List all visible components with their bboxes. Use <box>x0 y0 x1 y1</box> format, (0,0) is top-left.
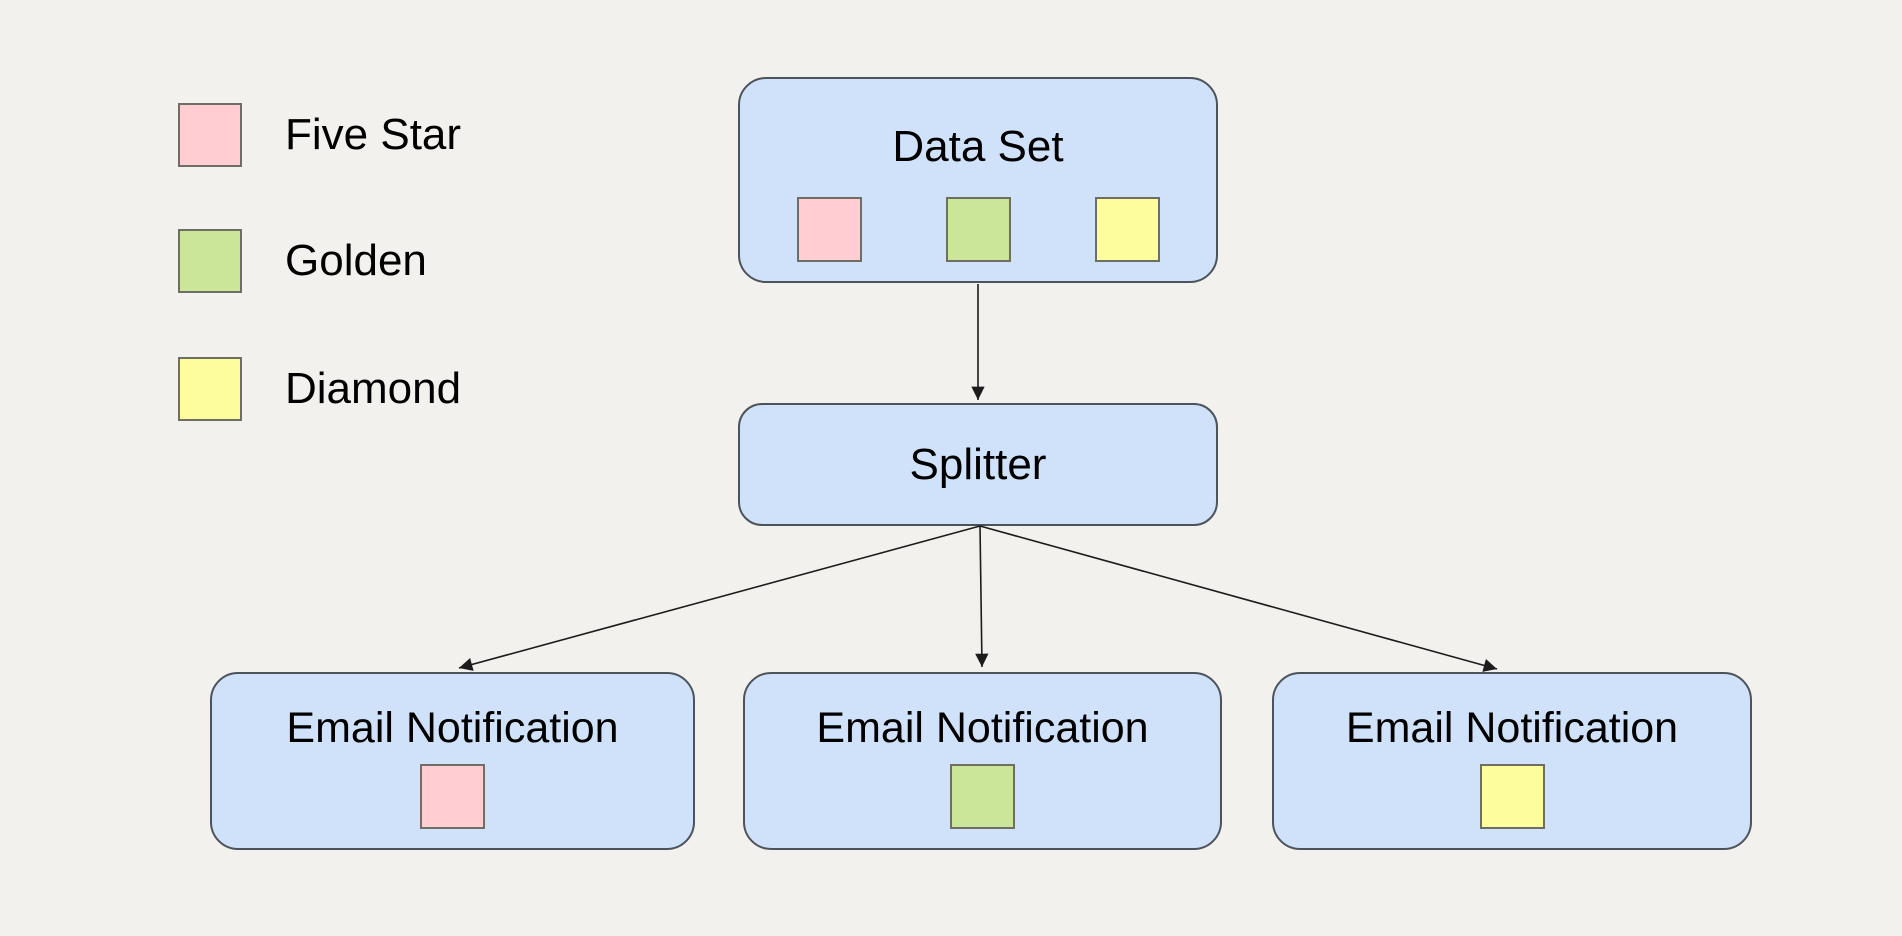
legend-item-five-star[interactable]: Five Star <box>178 103 461 167</box>
node-data-set-label: Data Set <box>892 122 1064 171</box>
email-five-star-chip-row <box>420 764 485 829</box>
edge-splitter-to-email-five-star <box>458 525 981 671</box>
data-set-five-star-chip <box>796 197 862 262</box>
node-email-notification-golden[interactable]: Email Notification <box>743 672 1222 850</box>
node-splitter-label: Splitter <box>909 439 1047 489</box>
five-star-legend-label: Five Star <box>285 110 462 159</box>
node-email-diamond-label: Email Notification <box>1345 704 1679 752</box>
node-email-golden-label: Email Notification <box>816 704 1149 752</box>
golden-legend-label: Golden <box>285 236 427 285</box>
data-set-golden-chip <box>945 197 1011 262</box>
email-golden-chip-row <box>950 764 1015 829</box>
email-diamond-chip <box>1479 764 1545 829</box>
email-five-star-chip <box>420 764 485 829</box>
legend-item-diamond[interactable]: Diamond <box>178 357 461 421</box>
edge-splitter-to-email-golden <box>975 525 989 668</box>
golden-swatch <box>178 229 242 293</box>
legend-item-golden[interactable]: Golden <box>178 229 427 293</box>
node-splitter[interactable]: Splitter <box>738 403 1218 526</box>
email-golden-chip <box>950 764 1015 829</box>
node-email-five-star-label: Email Notification <box>286 704 619 752</box>
node-data-set[interactable]: Data Set <box>738 77 1218 283</box>
data-set-diamond-chip <box>1094 197 1160 262</box>
node-email-notification-diamond[interactable]: Email Notification <box>1272 672 1752 850</box>
diamond-swatch <box>178 357 242 421</box>
email-diamond-chip-row <box>1479 764 1545 829</box>
diamond-legend-label: Diamond <box>285 364 462 413</box>
edge-splitter-to-email-diamond <box>979 525 1498 672</box>
data-set-chip-row <box>796 197 1160 262</box>
five-star-swatch <box>178 103 242 167</box>
node-email-notification-five-star[interactable]: Email Notification <box>210 672 695 850</box>
